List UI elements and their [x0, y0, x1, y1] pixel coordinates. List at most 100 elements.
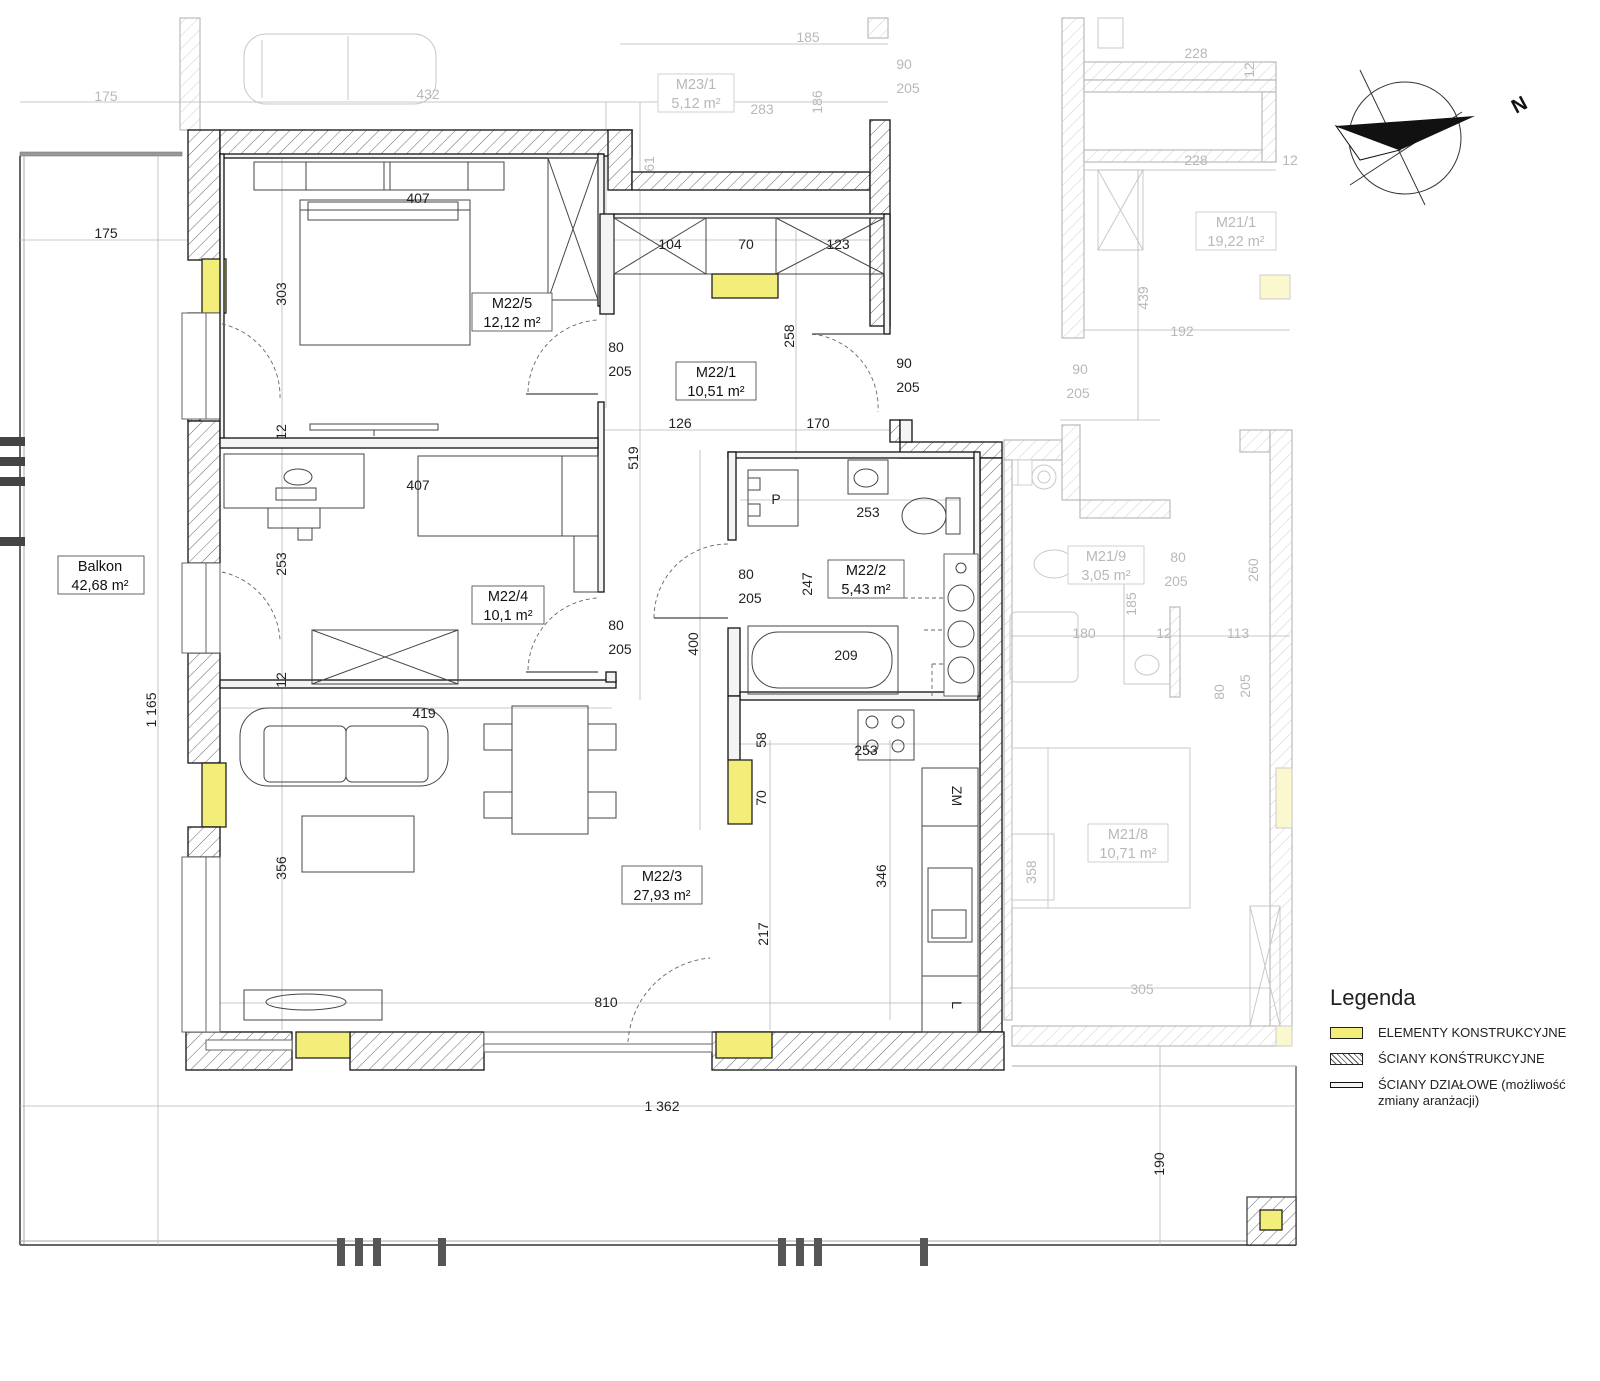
room-label-area: 10,1 m²: [483, 608, 532, 624]
dimension-label: 519: [625, 446, 641, 470]
dimension-label: 439: [1135, 286, 1151, 310]
dimension-label: 185: [1123, 592, 1139, 616]
dimension-label: 810: [594, 994, 618, 1010]
door-dimension-labels: 80 205 90 205 80 205 80 205 90 205 90 20…: [608, 56, 1253, 700]
dimension-label: 247: [799, 572, 815, 596]
dimension-label: 12: [1241, 62, 1257, 78]
door-width-label: 90: [896, 56, 912, 72]
dimension-label: 283: [750, 101, 774, 117]
dimension-label: 185: [796, 29, 820, 45]
door-width-label: 90: [896, 355, 912, 371]
door-width-label: 80: [608, 339, 624, 355]
door-height-label: 205: [1066, 385, 1090, 401]
dimension-label: 123: [826, 236, 850, 252]
dimension-label: 228: [1184, 45, 1208, 61]
dimension-label: 419: [412, 705, 436, 721]
partition-walls: [219, 153, 981, 825]
legend-swatch-partition-wall: [1330, 1082, 1363, 1088]
dimension-label: 180: [1072, 625, 1096, 641]
door-width-label: 90: [1072, 361, 1088, 377]
compass: N: [1334, 69, 1531, 206]
dimension-label: 175: [94, 88, 118, 104]
neighbor-apartments: [20, 17, 1293, 1047]
door-height-label: 205: [1237, 674, 1253, 698]
dimension-label: 186: [809, 90, 825, 114]
furniture: [223, 157, 979, 1033]
neighbor-label-code: M21/1: [1216, 215, 1256, 231]
dimension-label: 58: [753, 732, 769, 748]
legend: Legenda ELEMENTY KONSTRUKCYJNE ŚCIANY KO…: [1330, 985, 1595, 1119]
dimension-label: 170: [806, 415, 830, 431]
dimension-label: 70: [738, 236, 754, 252]
dimension-label: 356: [273, 856, 289, 880]
room-label-area: 12,12 m²: [483, 315, 540, 331]
room-label-code: M22/2: [846, 563, 886, 579]
legend-item: ELEMENTY KONSTRUKCYJNE: [1330, 1025, 1595, 1041]
dimension-label: 258: [781, 324, 797, 348]
door-height-label: 205: [608, 641, 632, 657]
dimension-label: 12: [1282, 152, 1298, 168]
door-height-label: 205: [1164, 573, 1188, 589]
l-label: L: [949, 1001, 965, 1009]
room-label-code: M22/3: [642, 869, 682, 885]
neighbor-label-code: M23/1: [676, 77, 716, 93]
balcony-structure: [0, 151, 1297, 1266]
legend-item-label: ELEMENTY KONSTRUKCYJNE: [1378, 1025, 1567, 1040]
dimension-label: 1 362: [644, 1098, 679, 1114]
dimension-label: 1 165: [143, 692, 159, 727]
room-label-code: M22/4: [488, 589, 528, 605]
dimension-label: 260: [1245, 558, 1261, 582]
legend-swatch-structural-element: [1330, 1027, 1363, 1039]
dimension-label: 190: [1151, 1152, 1167, 1176]
dimension-label: 12: [1156, 625, 1172, 641]
door-width-label: 80: [1211, 684, 1227, 700]
neighbor-label-code: M21/9: [1086, 549, 1126, 565]
neighbor-label-code: M21/8: [1108, 827, 1148, 843]
dimension-label: 126: [668, 415, 692, 431]
dimension-label: 305: [1130, 981, 1154, 997]
dimension-label: 358: [1023, 860, 1039, 884]
room-labels: M22/5 12,12 m² M22/1 10,51 m² M22/4 10,1…: [57, 73, 1277, 905]
legend-title: Legenda: [1330, 985, 1416, 1010]
dimension-label: 407: [406, 477, 430, 493]
dimension-lines: [20, 102, 1296, 1245]
neighbor-label-area: 10,71 m²: [1099, 846, 1156, 862]
zm-label: ZM: [949, 786, 965, 806]
dimension-label: 253: [273, 552, 289, 576]
fixture-labels: P ZM L: [771, 491, 965, 1009]
dimension-label: 12: [273, 424, 289, 440]
room-label-area: 27,93 m²: [633, 888, 690, 904]
room-label-code: M22/1: [696, 365, 736, 381]
dimension-label: 217: [755, 922, 771, 946]
dimension-label: 113: [1227, 625, 1250, 641]
dimension-label: 70: [753, 790, 769, 806]
room-label-area: 42,68 m²: [71, 578, 128, 594]
door-height-label: 205: [608, 363, 632, 379]
legend-item: ŚCIANY DZIAŁOWE (możliwość zmiany aranża…: [1330, 1077, 1595, 1109]
dimension-label: 61: [641, 156, 657, 172]
dimension-label: 209: [834, 647, 858, 663]
p-label: P: [771, 491, 780, 507]
compass-north-label: N: [1508, 92, 1531, 118]
neighbor-label-area: 19,22 m²: [1207, 234, 1264, 250]
room-label-code: Balkon: [78, 559, 122, 575]
door-height-label: 205: [896, 379, 920, 395]
dimension-label: 228: [1184, 152, 1208, 168]
dimension-label: 400: [685, 632, 701, 656]
dimension-label: 407: [406, 190, 430, 206]
door-height-label: 205: [738, 590, 762, 606]
dimension-label: 175: [94, 225, 118, 241]
legend-item: ŚCIANY KONŚTRUKCYJNE: [1330, 1051, 1595, 1067]
legend-item-label: ŚCIANY DZIAŁOWE (możliwość zmiany aranża…: [1378, 1077, 1566, 1108]
dimension-label: 192: [1170, 323, 1194, 339]
legend-item-label: ŚCIANY KONŚTRUKCYJNE: [1378, 1051, 1545, 1066]
door-width-label: 80: [738, 566, 754, 582]
neighbor-label-area: 5,12 m²: [671, 96, 720, 112]
legend-swatch-structural-wall: [1330, 1053, 1363, 1065]
door-swings: [221, 319, 884, 1043]
room-label-code: M22/5: [492, 296, 532, 312]
dimension-label: 346: [873, 864, 889, 888]
dimension-label: 432: [416, 86, 440, 102]
dimension-label: 253: [854, 742, 878, 758]
